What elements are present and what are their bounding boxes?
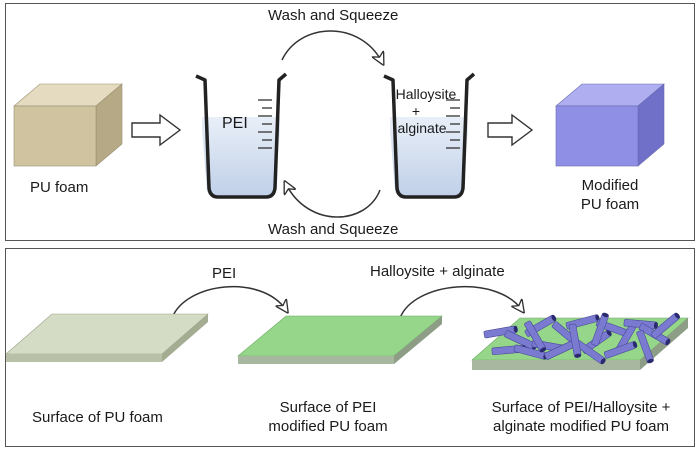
surface1-label: Surface of PU foam xyxy=(32,409,163,426)
arrow-wash-top xyxy=(281,30,382,62)
beaker2-label-line3: alginate xyxy=(397,120,447,136)
halloysite-tube xyxy=(568,323,582,358)
arrow-foam-to-beaker xyxy=(131,113,182,147)
arrow-beaker-to-modified xyxy=(487,113,534,147)
halloysite-tube xyxy=(524,320,547,353)
pu-foam-block xyxy=(13,83,123,167)
halloysite-tube xyxy=(636,329,654,364)
surface3-label-line1: Surface of PEI/Halloysite + xyxy=(491,399,671,416)
beaker-pei xyxy=(195,72,288,199)
halloysite-tube xyxy=(591,312,609,347)
pu-surface xyxy=(5,313,209,362)
arrow-wash-bottom xyxy=(286,184,381,218)
halloysite-tube xyxy=(483,325,518,339)
arrow2-label: Halloysite + alginate xyxy=(370,263,505,280)
arrow-halloysite xyxy=(399,285,522,319)
surface2-label-line1: Surface of PEI xyxy=(279,399,377,416)
pu-foam-label: PU foam xyxy=(30,179,89,196)
modified-foam-block xyxy=(555,83,665,167)
modified-label-line2: PU foam xyxy=(580,196,640,213)
surface2-label-line2: modified PU foam xyxy=(268,418,388,435)
halloysite-surface xyxy=(471,312,689,370)
beaker2-label-line1: Halloysite xyxy=(395,86,457,102)
beaker2-label-line2: + xyxy=(411,103,421,119)
wash-bottom-label: Wash and Squeeze xyxy=(268,221,399,238)
halloysite-tube xyxy=(650,312,680,339)
surface3-label-line2: alginate modified PU foam xyxy=(493,418,669,435)
beaker-halloysite-alginate xyxy=(383,72,476,199)
modified-label-line1: Modified xyxy=(581,177,639,194)
arrow1-label: PEI xyxy=(212,265,237,282)
halloysite-tubes xyxy=(483,312,680,365)
pei-surface xyxy=(237,315,443,364)
halloysite-tube xyxy=(603,341,638,359)
arrow-pei xyxy=(171,285,286,319)
beaker1-label: PEI xyxy=(222,115,248,132)
wash-top-label: Wash and Squeeze xyxy=(268,7,399,24)
